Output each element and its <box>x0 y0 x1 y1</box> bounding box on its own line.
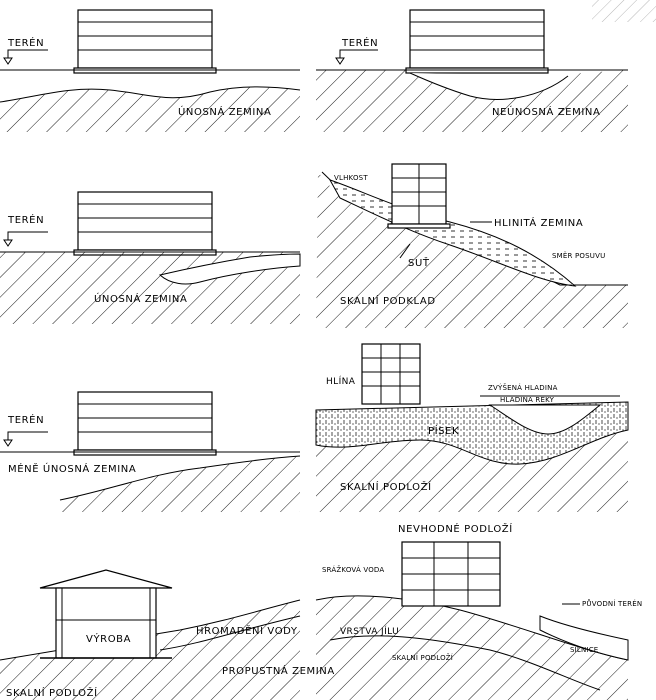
building <box>387 163 451 229</box>
logo-mark <box>592 0 656 22</box>
panel-8: NEVHODNÉ PODLOŽÍ SRÁŽKOVÁ VODA VRSTVA JÍ… <box>315 522 642 700</box>
panel-4: VLHKOST HLINITÁ ZEMINA SUŤ SMĚR POSUVU S… <box>316 163 628 328</box>
building-label: VÝROBA <box>86 632 131 645</box>
soil-label: ÚNOSNÁ ZEMINA <box>94 292 187 305</box>
loam-label: HLÍNA <box>326 375 356 387</box>
panel-3: TERÉN ÚNOSNÁ ZEMINA <box>0 191 301 324</box>
building <box>361 343 421 405</box>
direction-label: SMĚR POSUVU <box>552 251 605 260</box>
panel-5: TERÉN MÉNĚ ÚNOSNÁ ZEMINA <box>0 391 301 512</box>
panel-1: TERÉN ÚNOSNÁ ZEMINA <box>0 9 301 132</box>
clay-label: HLINITÁ ZEMINA <box>494 216 583 229</box>
building <box>401 541 501 607</box>
bedrock-label: SKALNÍ PODLOŽÍ <box>6 686 98 699</box>
permeable-label: PROPUSTNÁ ZEMINA <box>222 664 335 677</box>
soil-label: ÚNOSNÁ ZEMINA <box>178 105 271 118</box>
clay-layer-label: VRSTVA JÍLU <box>340 625 399 637</box>
panel-6: HLÍNA ZVÝŠENÁ HLADINA HLADINA ŘEKY PÍSEK… <box>315 343 629 512</box>
bedrock-label: SKALNÍ PODKLAD <box>340 294 436 307</box>
panel-title: NEVHODNÉ PODLOŽÍ <box>398 522 513 535</box>
building <box>73 9 217 74</box>
original-terrain-label: PŮVODNÍ TERÉN <box>582 599 642 608</box>
building <box>39 569 173 659</box>
bedrock-label: SKALNÍ PODLOŽÍ <box>392 653 453 662</box>
road-label: SILNICE <box>570 646 598 654</box>
scree-label: SUŤ <box>408 256 430 269</box>
building <box>405 9 549 74</box>
moisture-label: VLHKOST <box>334 174 368 182</box>
rain-label: SRÁŽKOVÁ VODA <box>322 565 384 574</box>
terrain-label: TERÉN <box>7 413 44 426</box>
terrain-label: TERÉN <box>341 36 378 49</box>
water-label: HROMADĚNÍ VODY <box>196 624 298 637</box>
panel-2: TERÉN NEÚNOSNÁ ZEMINA <box>316 9 628 132</box>
soil-label: MÉNĚ ÚNOSNÁ ZEMINA <box>8 462 136 475</box>
terrain-label: TERÉN <box>7 213 44 226</box>
soil-label: NEÚNOSNÁ ZEMINA <box>492 105 600 118</box>
building <box>73 391 217 456</box>
terrain-label: TERÉN <box>7 36 44 49</box>
building <box>73 191 217 256</box>
raised-level-label: ZVÝŠENÁ HLADINA <box>488 383 558 392</box>
panel-7: VÝROBA HROMADĚNÍ VODY PROPUSTNÁ ZEMINA S… <box>0 569 335 700</box>
terrain-arrow <box>3 49 48 65</box>
sand-label: PÍSEK <box>428 424 459 437</box>
river-level-label: HLADINA ŘEKY <box>500 395 555 404</box>
bedrock-label: SKALNÍ PODLOŽÍ <box>340 480 432 493</box>
